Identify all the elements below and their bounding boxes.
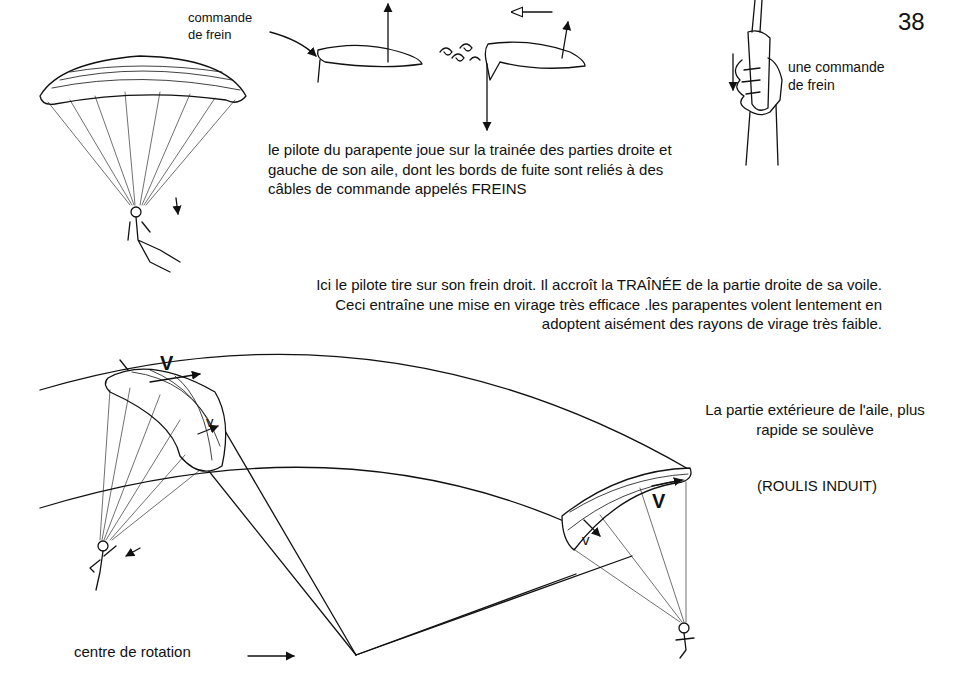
annotation-text: une commande de frein <box>788 58 898 94</box>
paraglider-turning-left <box>90 369 226 590</box>
annotation-text: (ROULIS INDUIT) <box>722 476 912 496</box>
annotation-text: v <box>582 530 598 550</box>
vector-label: V <box>652 488 672 514</box>
annotation-text: commande de frein <box>188 10 268 44</box>
annotation-text: Ici le pilote tire sur son frein droit. … <box>312 275 882 334</box>
brake-toggle-hand <box>733 0 782 165</box>
airfoil-profile-braked <box>440 12 585 130</box>
annotation-text: v <box>206 412 222 432</box>
paraglider-turning-right <box>562 468 694 658</box>
vector-label: V <box>160 350 180 376</box>
paraglider-top <box>40 56 246 272</box>
vector-label: 38 <box>898 6 958 37</box>
turn-circle <box>40 354 690 656</box>
annotation-text: La partie extérieure de l'aile, plus rap… <box>700 400 930 439</box>
airfoil-profile <box>270 4 422 82</box>
annotation-text: le pilote du parapente joue sur la train… <box>268 140 708 199</box>
annotation-text: centre de rotation <box>74 642 244 662</box>
